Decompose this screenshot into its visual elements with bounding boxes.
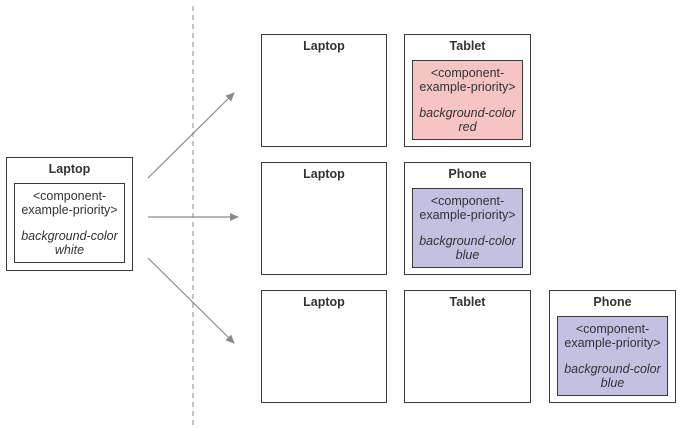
row3-phone-frame: Phone <component- example-priority> back…: [549, 290, 676, 403]
source-laptop-label: Laptop: [48, 162, 91, 176]
component-tag-line1: <component-: [32, 189, 107, 203]
row3-component-box: <component- example-priority> background…: [557, 316, 668, 396]
component-tag-line2: example-priority>: [21, 203, 118, 217]
component-value: blue: [455, 248, 480, 262]
row2-laptop-label: Laptop: [303, 167, 345, 181]
row3-tablet-frame: Tablet: [404, 290, 531, 403]
component-value: red: [458, 120, 477, 134]
component-value: white: [54, 243, 85, 257]
arrow-to-row-1: [147, 92, 235, 179]
row3-tablet-label: Tablet: [449, 295, 486, 309]
component-property: background-color: [419, 106, 516, 120]
component-tag-line2: example-priority>: [419, 208, 516, 222]
source-component-box: <component- example-priority> background…: [14, 183, 125, 263]
component-property: background-color: [419, 234, 516, 248]
row3-laptop-frame: Laptop: [261, 290, 387, 403]
component-tag-line1: <component-: [575, 322, 650, 336]
component-tag-line2: example-priority>: [564, 336, 661, 350]
row2-laptop-frame: Laptop: [261, 162, 387, 275]
component-property: background-color: [21, 229, 118, 243]
arrow-to-row-3: [147, 257, 235, 344]
row1-component-box: <component- example-priority> background…: [412, 60, 523, 140]
component-property: background-color: [564, 362, 661, 376]
source-laptop-frame: Laptop <component- example-priority> bac…: [6, 157, 133, 271]
row2-component-box: <component- example-priority> background…: [412, 188, 523, 268]
row3-phone-label: Phone: [593, 295, 632, 309]
row2-phone-label: Phone: [448, 167, 487, 181]
component-value: blue: [600, 376, 625, 390]
row1-tablet-frame: Tablet <component- example-priority> bac…: [404, 34, 531, 147]
component-tag-line1: <component-: [430, 66, 505, 80]
row1-tablet-label: Tablet: [449, 39, 486, 53]
row1-laptop-label: Laptop: [303, 39, 345, 53]
component-tag-line2: example-priority>: [419, 80, 516, 94]
row3-laptop-label: Laptop: [303, 295, 345, 309]
row1-laptop-frame: Laptop: [261, 34, 387, 147]
component-tag-line1: <component-: [430, 194, 505, 208]
row2-phone-frame: Phone <component- example-priority> back…: [404, 162, 531, 275]
